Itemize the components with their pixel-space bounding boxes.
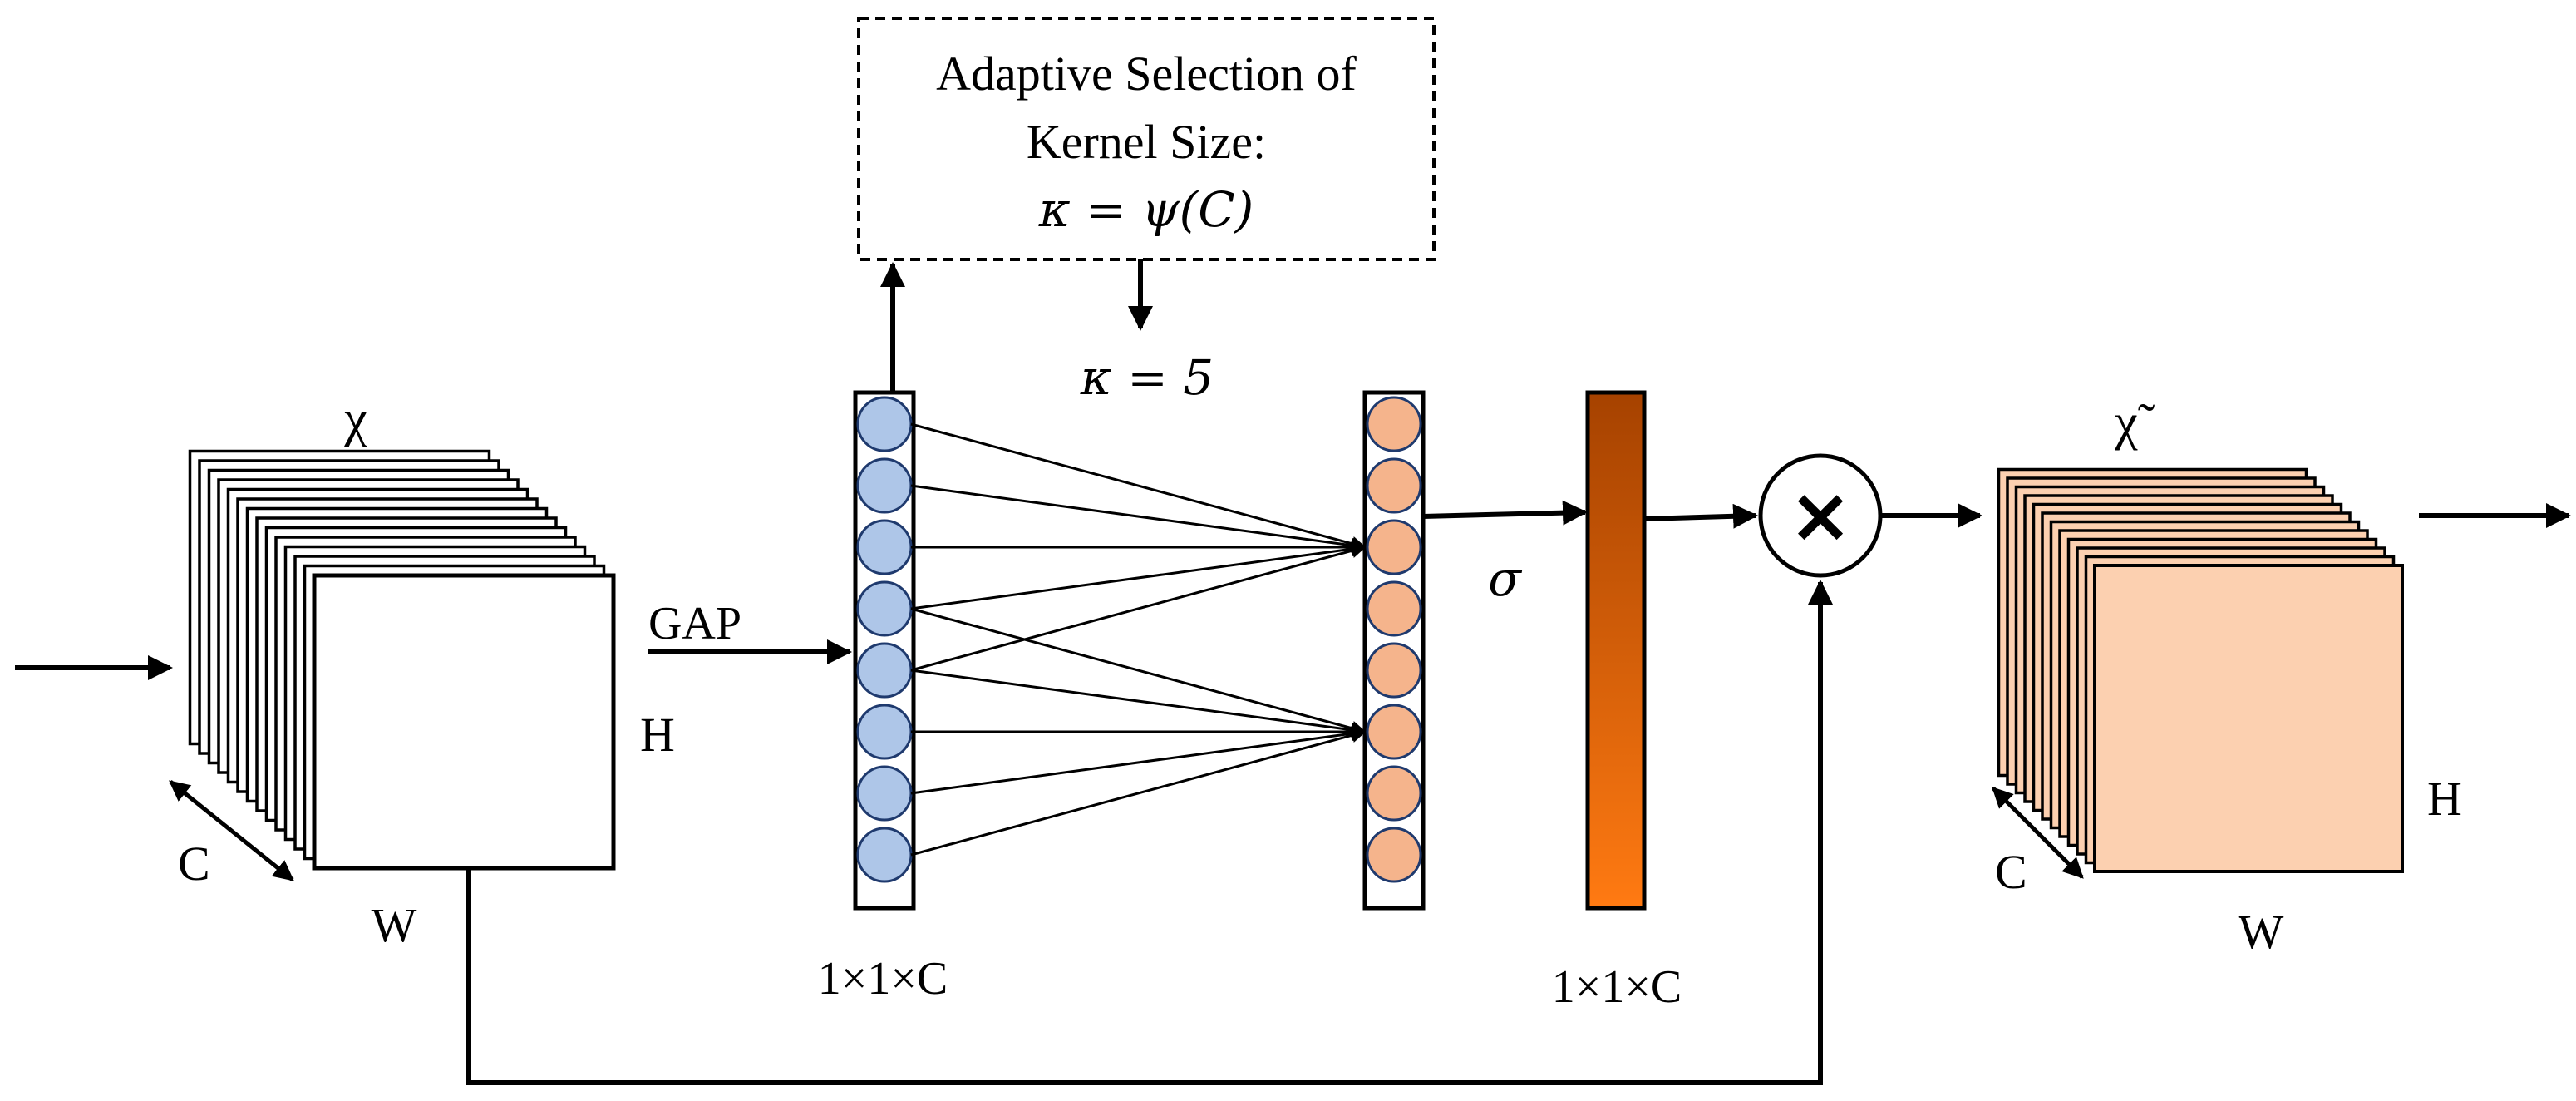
output-feature-map <box>1997 467 2404 873</box>
output-width-label: W <box>2239 905 2284 959</box>
input-width-label: W <box>372 898 417 952</box>
gap-node <box>856 765 913 822</box>
conv-node <box>1366 704 1422 760</box>
conv-connection <box>910 543 1367 672</box>
input-feature-map <box>188 449 616 871</box>
conv-connection <box>910 484 1367 553</box>
output-height-label: H <box>2427 772 2462 826</box>
input-channel-label: C <box>178 837 210 891</box>
input-symbol: χ <box>343 391 367 447</box>
conv-output-nodes <box>1366 396 1422 883</box>
output-symbol: χ̃ <box>2114 394 2155 451</box>
conv-connection <box>910 669 1367 738</box>
sigma-arrow <box>1422 500 1588 526</box>
gap-vector-dim: 1×1×C <box>818 953 948 1005</box>
gap-node <box>856 396 913 452</box>
conv-connection <box>910 726 1367 795</box>
conv1d-connections <box>910 422 1367 857</box>
gap-node <box>856 580 913 637</box>
gap-node <box>856 642 913 699</box>
kernel-value-label: κ = 5 <box>1080 349 1214 406</box>
output-channel-arrow <box>1992 787 2084 879</box>
gap-node <box>856 704 913 760</box>
conv-connection <box>910 607 1367 736</box>
kernel-box-formula: κ = ψ(C) <box>1038 181 1254 238</box>
weight-vector-dim: 1×1×C <box>1552 961 1682 1013</box>
channel-weight-bar <box>1585 390 1647 911</box>
conv-node <box>1366 827 1422 883</box>
gap-label: GAP <box>648 598 741 649</box>
output-slice <box>2093 564 2404 873</box>
sigma-label: σ <box>1488 550 1522 607</box>
kernel-size-box <box>857 17 1436 261</box>
conv-node <box>1366 580 1422 637</box>
conv-node <box>1366 519 1422 575</box>
skip-connection <box>466 580 1833 1085</box>
conv-connection <box>910 422 1367 551</box>
conv-node <box>1366 765 1422 822</box>
arrow-weight-to-multiply <box>1643 503 1758 529</box>
conv-node <box>1366 457 1422 514</box>
input-channel-arrow <box>169 780 294 881</box>
multiply-icon: × <box>1788 471 1852 560</box>
input-slice <box>312 573 616 871</box>
kernel-box-line1: Adaptive Selection of <box>936 47 1357 101</box>
gap-node <box>856 457 913 514</box>
conv-connection <box>910 728 1367 857</box>
input-height-label: H <box>640 708 675 762</box>
conv-node <box>1366 396 1422 452</box>
output-channel-label: C <box>1995 845 2027 899</box>
kernel-box-line2: Kernel Size: <box>1027 115 1266 169</box>
conv-connection <box>910 541 1367 610</box>
gap-node <box>856 519 913 575</box>
gap-node <box>856 827 913 883</box>
conv-node <box>1366 642 1422 699</box>
